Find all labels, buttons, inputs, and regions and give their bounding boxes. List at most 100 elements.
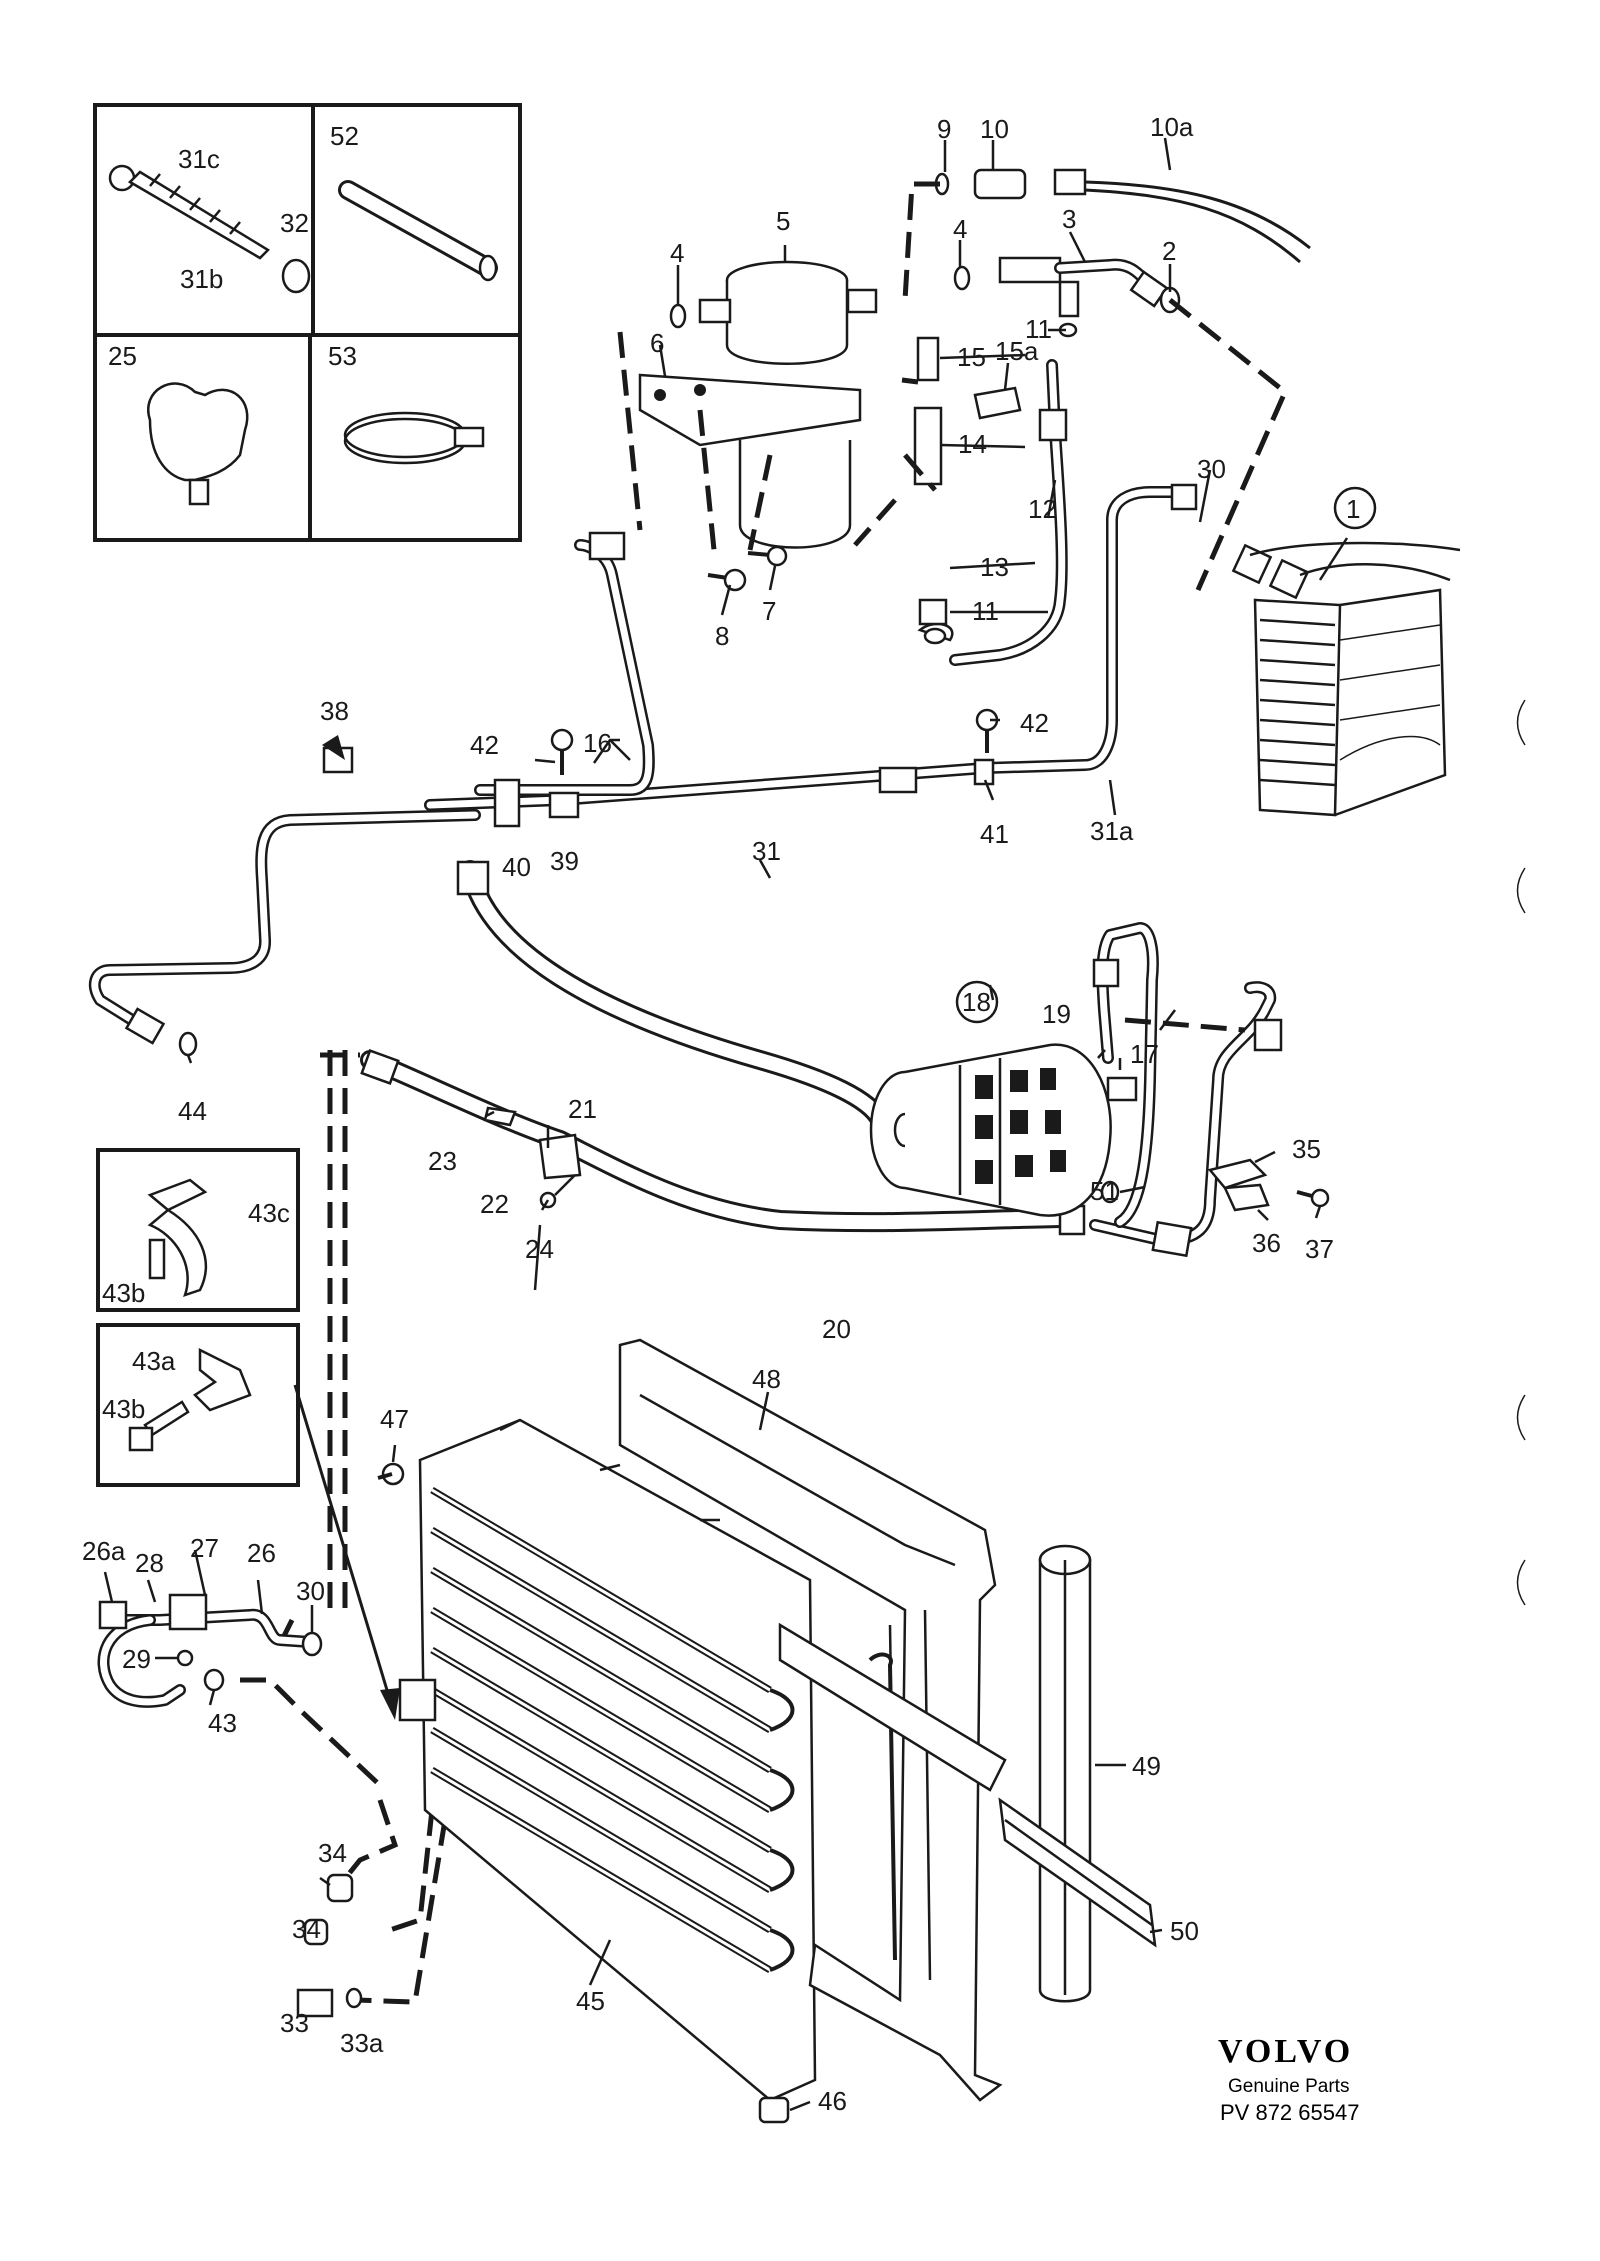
frame-48 bbox=[618, 1338, 1007, 2102]
leader-lines bbox=[103, 137, 1349, 2112]
callout-48: 48 bbox=[752, 1364, 781, 1394]
callout-16: 16 bbox=[583, 728, 612, 758]
hose-piece-icon bbox=[338, 180, 498, 282]
callout-42-right: 42 bbox=[1020, 708, 1049, 738]
inset-label-52: 52 bbox=[330, 121, 359, 151]
compressor bbox=[869, 1043, 1138, 1217]
callout-50: 50 bbox=[1170, 1916, 1199, 1946]
inset-label-43b-bottom: 43b bbox=[102, 1394, 145, 1424]
callout-10a: 10a bbox=[1150, 112, 1194, 142]
valve-core-icon bbox=[108, 164, 311, 294]
callout-22: 22 bbox=[480, 1189, 509, 1219]
callout-39: 39 bbox=[550, 846, 579, 876]
callout-4-left: 4 bbox=[670, 238, 684, 268]
callout-46: 46 bbox=[818, 2086, 847, 2116]
evaporator bbox=[1231, 541, 1461, 817]
callout-11-top: 11 bbox=[1025, 314, 1052, 344]
margin-marks bbox=[1516, 699, 1526, 1606]
callout-41: 41 bbox=[980, 819, 1009, 849]
callout-3: 3 bbox=[1062, 204, 1076, 234]
callout-labels: 1 2 3 4 4 5 6 7 8 9 10 10a 11 11 12 13 1… bbox=[82, 112, 1377, 2116]
callout-7: 7 bbox=[762, 596, 776, 626]
callout-33a: 33a bbox=[340, 2028, 384, 2058]
callout-38: 38 bbox=[320, 696, 349, 726]
inset-label-31b: 31b bbox=[180, 264, 223, 294]
inset-panel-bracket-b: 43a 43b bbox=[96, 1323, 300, 1487]
callout-40: 40 bbox=[502, 852, 531, 882]
inset-label-43b-top: 43b bbox=[102, 1278, 145, 1308]
inset-label-32: 32 bbox=[280, 208, 309, 238]
callout-18: 18 bbox=[962, 987, 991, 1017]
callout-43: 43 bbox=[208, 1708, 237, 1738]
callout-21: 21 bbox=[568, 1094, 597, 1124]
pressure-switch bbox=[934, 168, 1311, 264]
pressure-valve-parts bbox=[913, 336, 1022, 645]
receiver-drier bbox=[638, 260, 878, 549]
callout-17: 17 bbox=[1130, 1039, 1159, 1069]
clip-icon bbox=[147, 382, 249, 506]
callout-31a: 31a bbox=[1090, 816, 1134, 846]
condenser bbox=[377, 1418, 817, 2102]
callout-13: 13 bbox=[980, 552, 1009, 582]
callout-24: 24 bbox=[525, 1234, 554, 1264]
seal-strip-50 bbox=[998, 1797, 1157, 1948]
brand-tagline: Genuine Parts bbox=[1228, 2076, 1349, 2097]
part-code: PV 872 65547 bbox=[1220, 2100, 1359, 2125]
callout-1: 1 bbox=[1346, 494, 1360, 524]
fitting-3 bbox=[669, 256, 1181, 338]
inset-label-31c: 31c bbox=[178, 144, 220, 174]
callout-10: 10 bbox=[980, 114, 1009, 144]
callout-47: 47 bbox=[380, 1404, 409, 1434]
callout-34-top: 34 bbox=[318, 1838, 347, 1868]
inset-panel-bracket-a: 43c 43b bbox=[96, 1148, 300, 1312]
caps-33-34 bbox=[296, 1873, 363, 2018]
brand-block: VOLVO Genuine Parts PV 872 65547 bbox=[1218, 2033, 1359, 2125]
callout-42-left: 42 bbox=[470, 730, 499, 760]
callout-19: 19 bbox=[1042, 999, 1071, 1029]
callout-29: 29 bbox=[122, 1644, 151, 1674]
callout-8: 8 bbox=[715, 621, 729, 651]
callout-15: 15 bbox=[957, 342, 986, 372]
pipe-clamps-39-40 bbox=[322, 708, 999, 828]
inset-label-43c: 43c bbox=[248, 1198, 290, 1228]
callout-30-bottom: 30 bbox=[296, 1576, 325, 1606]
callout-45: 45 bbox=[576, 1986, 605, 2016]
callout-26: 26 bbox=[247, 1538, 276, 1568]
pipe-26 bbox=[97, 1593, 323, 1708]
callout-4-right: 4 bbox=[953, 214, 967, 244]
callout-5: 5 bbox=[776, 206, 790, 236]
callout-36: 36 bbox=[1252, 1228, 1281, 1258]
brand-logo: VOLVO bbox=[1218, 2033, 1353, 2070]
callout-33: 33 bbox=[280, 2008, 309, 2038]
callout-31: 31 bbox=[752, 836, 781, 866]
band-clamp-icon bbox=[343, 411, 485, 465]
callout-44: 44 bbox=[178, 1096, 207, 1126]
callout-30-top: 30 bbox=[1197, 454, 1226, 484]
callout-37: 37 bbox=[1305, 1234, 1334, 1264]
callout-6: 6 bbox=[650, 328, 664, 358]
callout-23: 23 bbox=[428, 1146, 457, 1176]
inset-label-25: 25 bbox=[108, 341, 137, 371]
callout-49: 49 bbox=[1132, 1751, 1161, 1781]
callout-11-bottom: 11 bbox=[972, 596, 999, 626]
grommet-46 bbox=[322, 735, 790, 2124]
inset-panel-top: 31c 31b 32 52 25 53 bbox=[93, 103, 522, 542]
pipe-left-loop bbox=[88, 809, 481, 1031]
inset-label-43a: 43a bbox=[132, 1346, 176, 1376]
dashed-connections bbox=[240, 181, 1289, 2005]
inset-label-53: 53 bbox=[328, 341, 357, 371]
callout-35: 35 bbox=[1292, 1134, 1321, 1164]
pipe-31a bbox=[979, 486, 1186, 774]
callout-34-bottom: 34 bbox=[292, 1914, 321, 1944]
callout-2: 2 bbox=[1162, 236, 1176, 266]
callout-12: 12 bbox=[1028, 494, 1057, 524]
callout-26a: 26a bbox=[82, 1536, 126, 1566]
callout-27: 27 bbox=[190, 1533, 219, 1563]
callout-15a: 15a bbox=[995, 336, 1039, 366]
seal-strip-49 bbox=[1038, 1544, 1092, 2003]
callout-9: 9 bbox=[937, 114, 951, 144]
callout-20: 20 bbox=[822, 1314, 851, 1344]
callout-14: 14 bbox=[958, 429, 987, 459]
callout-28: 28 bbox=[135, 1548, 164, 1578]
